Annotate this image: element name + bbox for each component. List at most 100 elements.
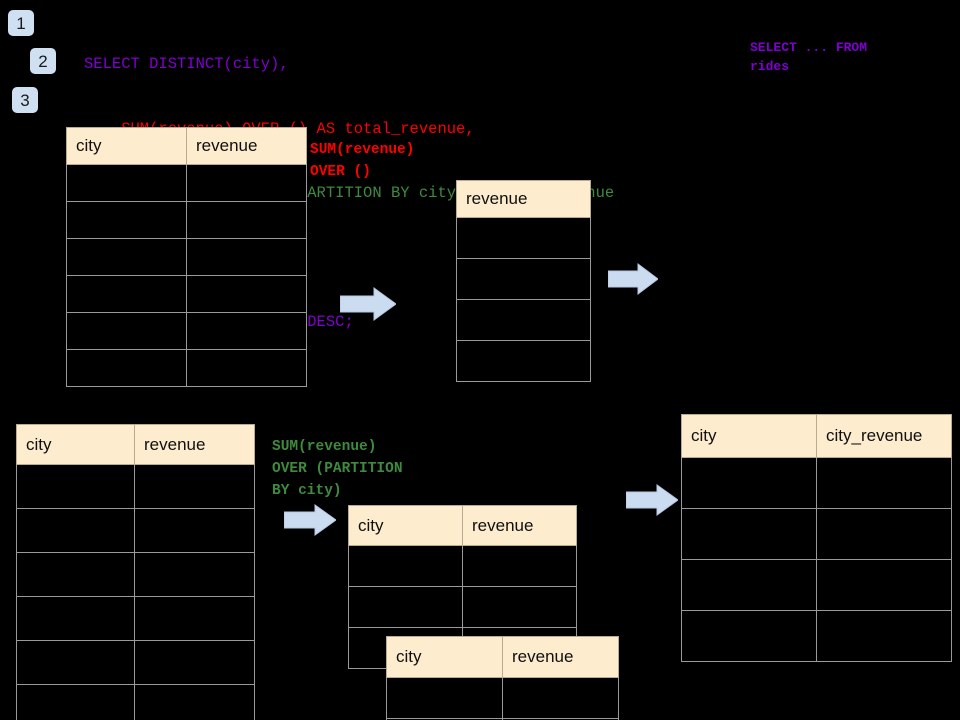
table-row — [66, 164, 307, 202]
annotation-over-empty: SUM(revenue) OVER () — [310, 142, 415, 180]
table-cell — [348, 545, 463, 587]
table-cell — [462, 545, 577, 587]
table-cell — [16, 684, 135, 720]
table-cell — [681, 508, 817, 560]
table-row — [456, 299, 591, 341]
column-header-revenue: revenue — [462, 505, 577, 546]
table-cell — [16, 552, 135, 597]
table-row — [16, 508, 255, 553]
table-cell — [16, 464, 135, 509]
table-row — [66, 238, 307, 276]
table-row — [348, 545, 577, 587]
table-row — [681, 508, 952, 560]
table-cell — [816, 508, 952, 560]
sql-side-note: SELECT ... FROM rides — [750, 40, 868, 74]
table-cell — [134, 596, 255, 641]
table-cell — [186, 349, 307, 387]
table-cell — [186, 164, 307, 202]
arrow-total-to-result-icon — [608, 263, 658, 295]
arrow-source-to-partition-icon — [284, 504, 336, 536]
table-cell — [456, 299, 591, 341]
table-cell — [816, 457, 952, 509]
table-row — [16, 684, 255, 720]
table-cell — [134, 464, 255, 509]
table-row — [66, 349, 307, 387]
table-row — [66, 275, 307, 313]
table-cell — [186, 238, 307, 276]
table-row — [456, 258, 591, 300]
table-cell — [502, 718, 619, 720]
table-row — [16, 552, 255, 597]
table-row — [681, 610, 952, 662]
table-cell — [462, 586, 577, 628]
column-header-city: city — [386, 636, 503, 678]
table-cell — [681, 559, 817, 611]
table-row — [681, 457, 952, 509]
annotation-over-partition: SUM(revenue) OVER (PARTITION BY city) — [272, 439, 403, 499]
step-badge-2: 2 — [30, 48, 56, 74]
arrow-partition-to-result-icon — [626, 484, 678, 516]
table-row — [16, 464, 255, 509]
table-cell — [134, 640, 255, 685]
table-cell — [456, 258, 591, 300]
table-cell — [134, 508, 255, 553]
arrow-source-to-total-icon — [340, 287, 396, 321]
table-cell — [66, 164, 187, 202]
table-cell — [134, 552, 255, 597]
table-cell — [386, 677, 503, 719]
table-cell — [681, 457, 817, 509]
table-cell — [134, 684, 255, 720]
table-cell — [66, 275, 187, 313]
table-cell — [681, 610, 817, 662]
table-row — [456, 217, 591, 259]
table-header-row: revenue — [456, 180, 591, 218]
table-row — [348, 586, 577, 628]
step-badge-3: 3 — [12, 87, 38, 113]
table-row — [681, 559, 952, 611]
step-badge-1-label: 1 — [16, 13, 26, 33]
table-row — [66, 312, 307, 350]
table-cell — [456, 340, 591, 382]
table-cell — [816, 559, 952, 611]
table-cell — [66, 238, 187, 276]
step-badge-2-label: 2 — [38, 51, 48, 71]
column-header-city: city — [66, 127, 187, 165]
step-badge-3-label: 3 — [20, 90, 30, 110]
table-cell — [66, 312, 187, 350]
sql-line-select: SELECT DISTINCT(city), — [84, 55, 289, 73]
total-revenue-table: revenue — [456, 180, 591, 382]
column-header-revenue: revenue — [134, 424, 255, 465]
table-cell — [66, 201, 187, 239]
column-header-city: city — [681, 414, 817, 458]
table-cell — [16, 596, 135, 641]
table-cell — [186, 201, 307, 239]
table-row — [16, 640, 255, 685]
table-row — [456, 340, 591, 382]
step-badge-1: 1 — [8, 10, 34, 36]
column-header-city: city — [348, 505, 463, 546]
table-cell — [186, 312, 307, 350]
column-header-city_revenue: city_revenue — [816, 414, 952, 458]
column-header-revenue: revenue — [186, 127, 307, 165]
table-cell — [16, 640, 135, 685]
column-header-revenue: revenue — [456, 180, 591, 218]
table-row — [386, 677, 619, 719]
table-row — [386, 718, 619, 720]
column-header-revenue: revenue — [502, 636, 619, 678]
table-cell — [502, 677, 619, 719]
table-row — [66, 201, 307, 239]
table-cell — [186, 275, 307, 313]
table-cell — [816, 610, 952, 662]
table-cell — [16, 508, 135, 553]
